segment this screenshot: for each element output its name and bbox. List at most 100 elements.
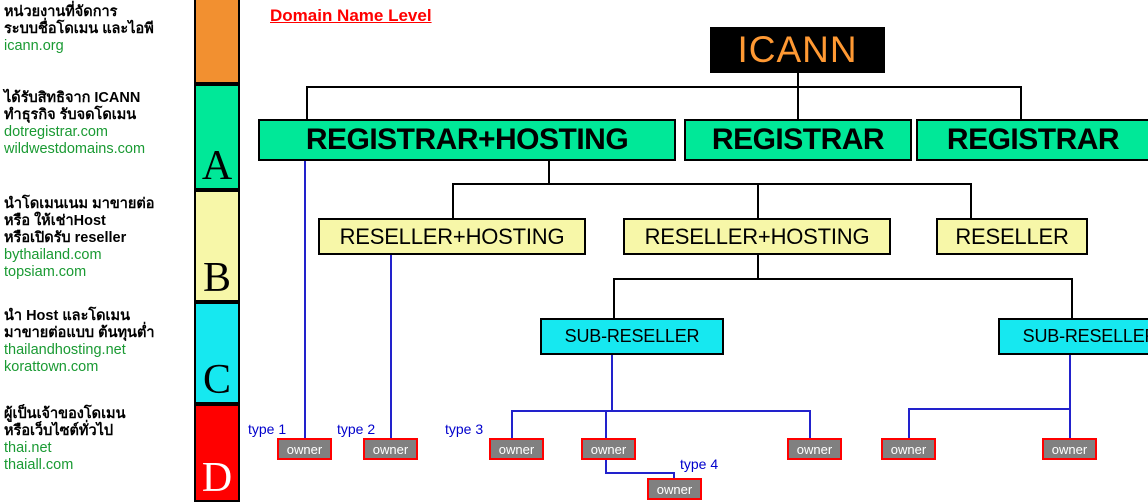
node-sub-reseller-1[interactable]: SUB-RESELLER [540, 318, 724, 355]
sidebar-thai-line: หรือเว็บไซต์ทั่วไป [4, 423, 114, 439]
connector-line [797, 72, 799, 86]
node-registrar-3[interactable]: REGISTRAR [916, 119, 1148, 161]
node-label: owner [372, 441, 409, 457]
node-reseller-hosting-1[interactable]: RESELLER+HOSTING [318, 218, 586, 255]
sidebar-domain: bythailand.com [4, 247, 102, 263]
node-icann[interactable]: ICANN [710, 27, 885, 73]
node-owner-type4[interactable]: owner [647, 478, 702, 500]
node-label: owner [656, 481, 693, 497]
sidebar-domain: dotregistrar.com [4, 124, 108, 140]
sidebar-domain: thai.net [4, 440, 52, 456]
sidebar-block-registrar: ได้รับสิทธิจาก ICANN ทำธุรกิจ รับจดโดเมน… [4, 90, 192, 158]
node-label: REGISTRAR [946, 123, 1120, 156]
sidebar-block-icann: หน่วยงานที่จัดการ ระบบชื่อโดเมน และไอพี … [4, 4, 192, 55]
legend-letter: C [202, 357, 231, 403]
node-label: owner [796, 441, 833, 457]
node-owner-type3-right[interactable]: owner [787, 438, 842, 460]
node-owner-type2[interactable]: owner [363, 438, 418, 460]
legend-letter: B [202, 255, 231, 301]
node-sub-reseller-2[interactable]: SUB-RESELLER [998, 318, 1148, 355]
connector-line [306, 86, 308, 119]
legend-segment-b: B [194, 190, 240, 302]
connector-line [1020, 86, 1022, 119]
legend-segment-orange [194, 0, 240, 84]
node-owner-type3-middle[interactable]: owner [581, 438, 636, 460]
node-registrar-2[interactable]: REGISTRAR [684, 119, 912, 161]
sidebar-thai-line: นำ Host และโดเมน [4, 308, 130, 324]
node-owner-type3-left[interactable]: owner [489, 438, 544, 460]
legend-letter: A [201, 143, 233, 189]
node-label: owner [498, 441, 535, 457]
node-label: ICANN [737, 29, 858, 70]
sidebar-thai-line: ระบบชื่อโดเมน และไอพี [4, 21, 154, 37]
type-label-2: type 2 [337, 421, 376, 437]
legend-segment-d: D [194, 404, 240, 502]
node-reseller-hosting-2[interactable]: RESELLER+HOSTING [623, 218, 891, 255]
node-reseller-3[interactable]: RESELLER [936, 218, 1088, 255]
sidebar-domain: icann.org [4, 38, 64, 54]
sidebar-thai-line: ได้รับสิทธิจาก ICANN [4, 90, 141, 106]
sidebar-thai-line: นำโดเมนเนม มาขายต่อ [4, 196, 155, 212]
node-label: owner [1051, 441, 1088, 457]
connector-line [757, 255, 759, 278]
owner-connector-line [809, 410, 811, 438]
connector-line [1071, 278, 1073, 318]
page-title: Domain Name Level [270, 6, 432, 25]
node-label: RESELLER [955, 223, 1069, 249]
connector-line [548, 161, 550, 183]
node-registrar-hosting[interactable]: REGISTRAR+HOSTING [258, 119, 676, 161]
owner-connector-line [611, 355, 613, 412]
owner-connector-line [1069, 355, 1071, 410]
connector-line [452, 183, 972, 185]
node-label: REGISTRAR+HOSTING [305, 123, 629, 156]
sidebar-block-subreseller: นำ Host และโดเมน มาขายต่อแบบ ต้นทุนต่ำ t… [4, 308, 192, 376]
sidebar-thai-line: หรือ ให้เช่าHost [4, 213, 106, 229]
sidebar-thai-line: ทำธุรกิจ รับจดโดเมน [4, 107, 137, 123]
connector-line [797, 86, 799, 119]
type-label-1: type 1 [248, 421, 287, 437]
legend-color-bar: A B C D [194, 0, 240, 502]
connector-line [613, 278, 615, 318]
owner-connector-line [908, 408, 1071, 410]
legend-letter: D [201, 455, 233, 501]
sidebar-block-reseller: นำโดเมนเนม มาขายต่อ หรือ ให้เช่าHost หรื… [4, 196, 192, 281]
sidebar-block-owner: ผู้เป็นเจ้าของโดเมน หรือเว็บไซต์ทั่วไป t… [4, 406, 192, 474]
connector-line [970, 183, 972, 218]
sidebar-domain: korattown.com [4, 359, 99, 375]
node-label: SUB-RESELLER [564, 326, 700, 346]
sidebar-thai-line: หน่วยงานที่จัดการ [4, 4, 118, 20]
owner-connector-line [1069, 408, 1071, 438]
type-label-3: type 3 [445, 421, 484, 437]
connector-line [757, 183, 759, 218]
owner-connector-line [304, 161, 306, 438]
node-label: RESELLER+HOSTING [644, 223, 870, 249]
owner-connector-line [511, 410, 513, 438]
node-label: owner [890, 441, 927, 457]
owner-connector-line [605, 460, 607, 474]
node-label: owner [590, 441, 627, 457]
sidebar-domain: thailandhosting.net [4, 342, 126, 358]
connector-line [613, 278, 1073, 280]
legend-segment-a: A [194, 84, 240, 190]
owner-connector-line [605, 410, 607, 438]
node-label: owner [286, 441, 323, 457]
owner-connector-line [908, 408, 910, 438]
sidebar-domain: wildwestdomains.com [4, 141, 146, 157]
owner-connector-line [673, 472, 675, 480]
sidebar: หน่วยงานที่จัดการ ระบบชื่อโดเมน และไอพี … [0, 0, 192, 500]
type-label-4: type 4 [680, 456, 719, 472]
connector-line [452, 183, 454, 218]
node-label: RESELLER+HOSTING [339, 223, 565, 249]
sidebar-domain: topsiam.com [4, 264, 87, 280]
diagram-canvas: Domain Name Level [240, 0, 1148, 500]
legend-segment-c: C [194, 302, 240, 404]
sidebar-domain: thaiall.com [4, 457, 74, 473]
owner-connector-line [390, 255, 392, 438]
node-label: REGISTRAR [711, 123, 885, 156]
owner-connector-line [511, 410, 811, 412]
node-owner-right-1[interactable]: owner [881, 438, 936, 460]
node-owner-type1[interactable]: owner [277, 438, 332, 460]
node-owner-right-2[interactable]: owner [1042, 438, 1097, 460]
sidebar-thai-line: หรือเปิดรับ reseller [4, 230, 127, 246]
